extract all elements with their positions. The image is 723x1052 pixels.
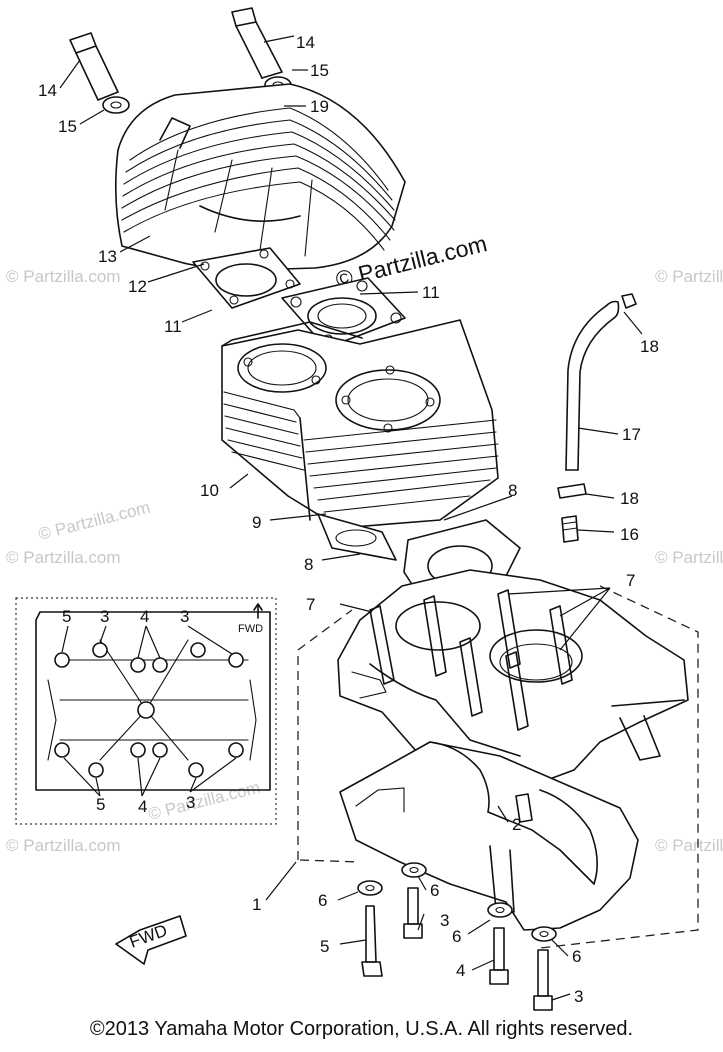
crankcase-assembly-outline — [297, 585, 699, 949]
watermark-text: © Partzilla.com — [6, 548, 121, 567]
head-bolt-right — [231, 7, 292, 94]
callout-13: 13 — [98, 247, 117, 266]
cylinder-block — [221, 319, 499, 529]
watermark-text: © Partzilla.com — [36, 498, 152, 544]
base-gasket-left — [317, 513, 397, 561]
watermark-text: © Partzilla.com — [6, 267, 121, 286]
callout-15-left: 15 — [58, 117, 77, 136]
breather-hose — [557, 293, 637, 543]
inset-fwd-label: FWD — [238, 623, 263, 635]
head-gasket-right — [281, 277, 406, 349]
inset-label-3-bottom: 3 — [186, 793, 195, 812]
callout-numbers: 14 14 15 15 19 13 12 11 11 18 17 10 18 1… — [38, 33, 659, 1006]
callout-11-right: 11 — [422, 283, 440, 302]
callout-6-c: 6 — [452, 927, 461, 946]
callout-16: 16 — [620, 525, 639, 544]
head-bolt-left — [69, 32, 130, 114]
watermark-text: © Partzilla.com — [655, 836, 723, 855]
bottom-bolts — [357, 862, 557, 1011]
inset-label-4-top: 4 — [140, 607, 149, 626]
callout-5: 5 — [320, 937, 329, 956]
callout-19: 19 — [310, 97, 329, 116]
inset-label-5-top: 5 — [62, 607, 71, 626]
stud-bolts — [369, 589, 573, 731]
inset-label-3-top-right: 3 — [180, 607, 189, 626]
inset-label-4-bottom: 4 — [138, 797, 147, 816]
callout-3-a: 3 — [440, 911, 449, 930]
callout-6-a: 6 — [318, 891, 327, 910]
tightening-sequence-inset: FWD 5 3 4 3 5 4 3 — [15, 597, 277, 825]
watermark-text: © Partzilla.com — [146, 778, 262, 824]
callout-3-b: 3 — [574, 987, 583, 1006]
callout-9: 9 — [252, 513, 261, 532]
inset-label-3-top: 3 — [100, 607, 109, 626]
watermark-text: © Partzilla.com — [6, 836, 121, 855]
callout-15-right: 15 — [310, 61, 329, 80]
upper-crankcase — [337, 569, 689, 791]
callout-14-left: 14 — [38, 81, 57, 100]
callout-2: 2 — [512, 815, 521, 834]
head-gasket-left — [192, 247, 301, 309]
callout-11-left: 11 — [164, 317, 182, 336]
inset-label-5-bottom: 5 — [96, 795, 105, 814]
cylinder-head — [114, 83, 406, 271]
callout-6-d: 6 — [572, 947, 581, 966]
callout-1: 1 — [252, 895, 261, 914]
callout-8-left: 8 — [304, 555, 313, 574]
callout-12: 12 — [128, 277, 147, 296]
forward-arrow: FWD — [115, 915, 187, 965]
copyright-notice: ©2013 Yamaha Motor Corporation, U.S.A. A… — [89, 1018, 634, 1040]
callout-18-top: 18 — [640, 337, 659, 356]
callout-10: 10 — [200, 481, 219, 500]
watermark-text: © Partzilla.com — [655, 267, 723, 286]
callout-7-right: 7 — [626, 571, 635, 590]
callout-8-right: 8 — [508, 481, 517, 500]
callout-18-bottom: 18 — [620, 489, 639, 508]
callout-14-right: 14 — [296, 33, 315, 52]
callout-17: 17 — [622, 425, 641, 444]
lower-crankcase — [339, 741, 639, 931]
callout-7-left: 7 — [306, 595, 315, 614]
callout-4: 4 — [456, 961, 465, 980]
callout-6-b: 6 — [430, 881, 439, 900]
watermark-text: © Partzilla.com — [655, 548, 723, 567]
leader-lines — [59, 35, 643, 1001]
